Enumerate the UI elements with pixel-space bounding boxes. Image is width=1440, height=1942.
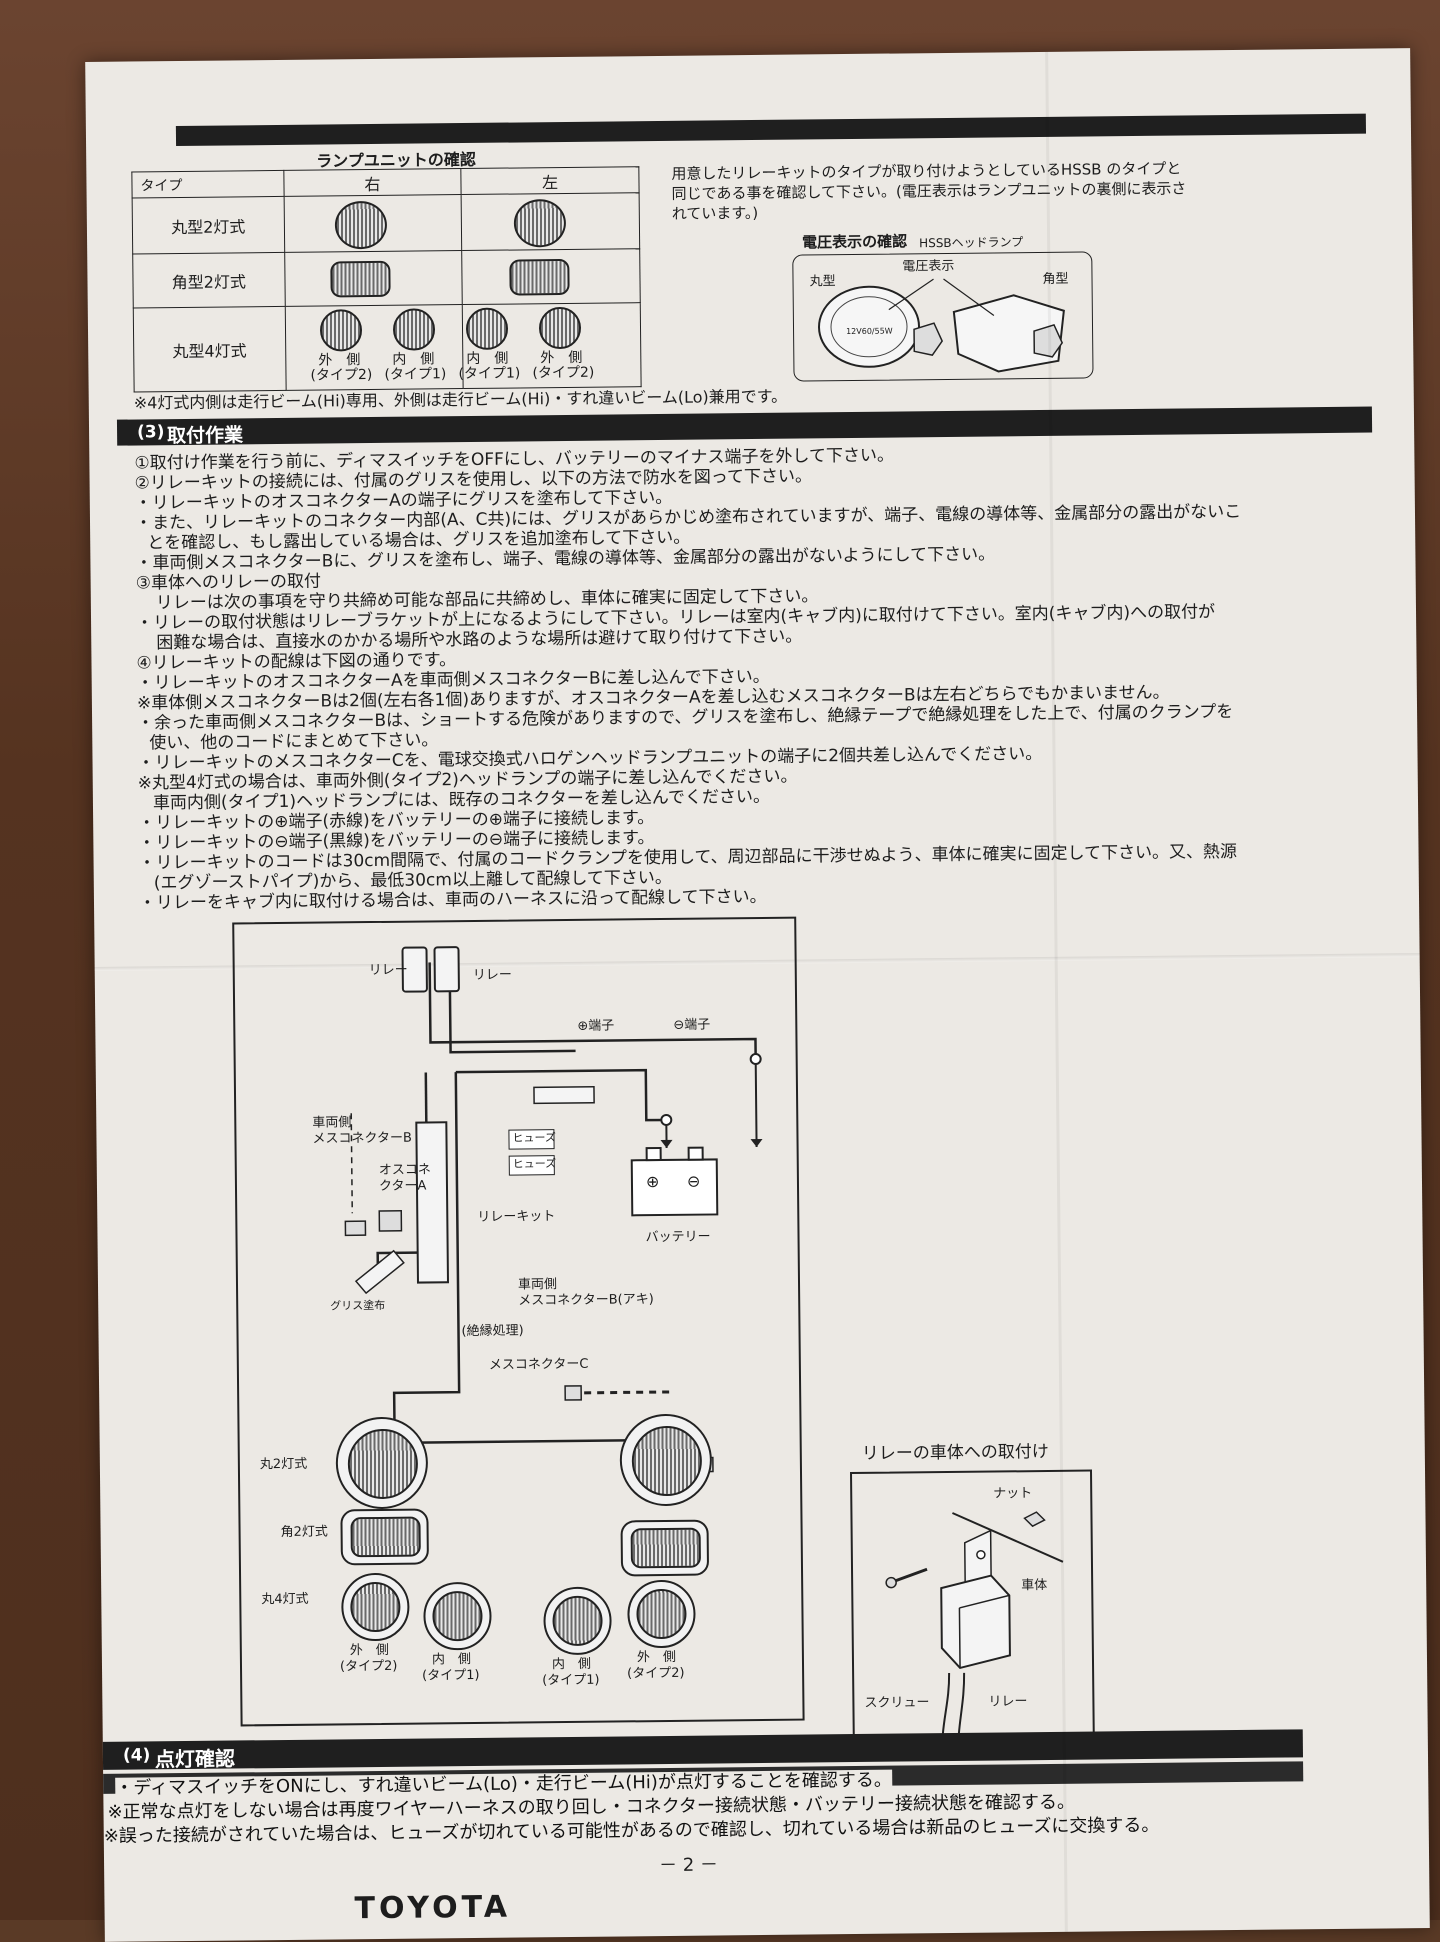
row-round4: 丸型4灯式 — [172, 340, 247, 361]
diagram-s2-right-lamp — [350, 1516, 421, 1558]
col-right: 右 — [364, 174, 381, 194]
label-type1: (タイプ1) — [384, 366, 447, 383]
screw-label: スクリュー — [864, 1695, 930, 1711]
relay-kit-label: リレーキット — [477, 1209, 556, 1225]
round-label: 丸型 — [809, 274, 836, 290]
fuse-label-2: ヒューズ — [512, 1157, 557, 1171]
relay-mount-frame — [850, 1469, 1095, 1742]
label-type2: (タイプ2) — [310, 366, 373, 384]
female-c-label: メスコネクターC — [488, 1356, 589, 1373]
diagram-label-type1-1: (タイプ1) — [422, 1667, 480, 1684]
row-round2: 丸型2灯式 — [171, 216, 246, 237]
minus-sign: ⊖ — [686, 1171, 701, 1191]
section2-header-bar — [175, 113, 1367, 147]
voltage-check-title: 電圧表示の確認 — [802, 232, 908, 252]
row-square2: 角型2灯式 — [171, 271, 246, 292]
sec2-desc-3: れています。) — [671, 203, 759, 223]
plus-sign: ⊕ — [645, 1172, 660, 1192]
instruction-sheet: ランプユニットの確認 タイプ 右 左 丸型2灯式 角型2灯式 丸型4灯式 外 側… — [85, 48, 1430, 1942]
relay-label-1: リレー — [368, 962, 408, 979]
fuse-label-1: ヒューズ — [512, 1131, 557, 1145]
relay-label-2: リレー — [472, 967, 512, 983]
diagram-r4-3-lamp — [552, 1595, 603, 1647]
nut-label: ナット — [993, 1486, 1033, 1502]
relay-label-3: リレー — [988, 1694, 1028, 1710]
grease-label: グリス塗布 — [330, 1298, 386, 1313]
diagram-r2-label: 丸2灯式 — [259, 1456, 308, 1473]
col-type: タイプ — [140, 177, 183, 194]
battery-label: バッテリー — [645, 1229, 711, 1246]
diagram-r4-1-lamp — [350, 1581, 401, 1633]
voltage-stamp-text: 12V60/55W — [846, 326, 893, 337]
lamp-icon-r4-inner-left — [465, 307, 509, 351]
page-number: － 2 － — [659, 1854, 719, 1877]
label-type1-left: (タイプ1) — [458, 365, 521, 383]
square-label: 角型 — [1042, 271, 1069, 287]
relay-mount-drawing — [885, 1511, 1064, 1736]
diagram-s2-label: 角2灯式 — [280, 1524, 328, 1541]
lamp-icon-r4-outer-right — [319, 309, 363, 352]
lamp-icon-square-left — [509, 258, 570, 296]
lamp-icon-r4-inner-right — [392, 308, 436, 351]
relay-mount-title: リレーの車体への取付け — [861, 1441, 1049, 1464]
sec3-line-7: ③車体へのリレーの取付 — [135, 571, 322, 594]
diagram-s2-left-lamp — [630, 1527, 701, 1569]
diagram-r2-right-lamp — [347, 1428, 419, 1500]
diagram-r2-left-lamp — [631, 1425, 703, 1497]
voltage-check-sub: HSSBヘッドランプ — [919, 235, 1024, 251]
diagram-r4-4-lamp — [636, 1588, 687, 1640]
section3-header-bar — [116, 406, 1373, 446]
lamp-icon-r4-outer-left — [538, 306, 582, 350]
minus-terminal-label: ⊖端子 — [673, 1017, 711, 1033]
diagram-label-type2-2: (タイプ2) — [627, 1665, 685, 1682]
label-type2-left: (タイプ2) — [532, 364, 595, 382]
voltage-label: 電圧表示 — [902, 258, 955, 275]
lamp-icon-square-right — [330, 260, 391, 298]
section4-title: 点灯確認 — [154, 1746, 236, 1772]
wiring-diagram-frame — [232, 916, 805, 1727]
section3-number: (3) — [136, 422, 165, 443]
body-label: 車体 — [1021, 1577, 1048, 1594]
insulate-label: (絶縁処理) — [461, 1323, 524, 1340]
diagram-r4-label: 丸4灯式 — [261, 1591, 309, 1608]
male-a-label-2: クターA — [378, 1178, 427, 1194]
wiring-diagram-drawing — [344, 946, 763, 1473]
diagram-label-type1-2: (タイプ1) — [542, 1672, 600, 1689]
spare-b-label-2: メスコネクターB(アキ) — [518, 1292, 654, 1309]
diagram-r4-2-lamp — [432, 1590, 483, 1642]
female-b-label-2: メスコネクターB — [312, 1130, 412, 1147]
sec2-desc-2: 同じである事を確認して下さい。(電圧表示はランプユニットの裏側に表示さ — [671, 179, 1187, 203]
voltage-lamps-drawing — [818, 278, 1065, 373]
footer-brand: TOYOTA — [354, 1889, 512, 1927]
voltage-diagram-box — [792, 251, 1094, 382]
section3-title: 取付作業 — [167, 424, 244, 448]
col-left: 左 — [542, 172, 559, 192]
diagram-label-type2-1: (タイプ2) — [339, 1658, 398, 1675]
section4-number: (4) — [122, 1745, 151, 1766]
plus-terminal-label: ⊕端子 — [577, 1018, 615, 1034]
